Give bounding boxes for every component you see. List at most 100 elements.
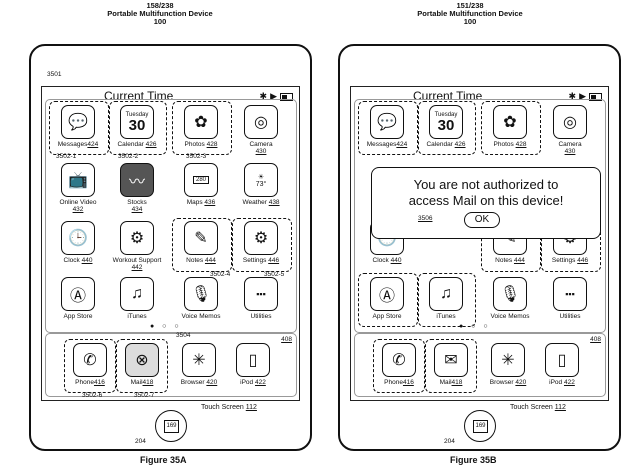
- app-workout-support[interactable]: ⚙ Workout Support 442: [112, 221, 162, 277]
- app-utilities[interactable]: ▪▪▪ Utilities: [236, 277, 286, 333]
- microphone-icon: 🎙: [184, 277, 218, 311]
- app-utilities[interactable]: ▪▪▪ Utilities: [545, 277, 595, 333]
- microphone-icon: 🎙: [493, 277, 527, 311]
- app-num: 422: [254, 379, 266, 386]
- app-clock[interactable]: 🕒 Clock 440: [53, 221, 103, 277]
- utilities-grid-icon: ▪▪▪: [244, 277, 278, 311]
- page-dots[interactable]: ● ○ ○: [459, 323, 491, 330]
- device-left: 3501 Current Time ✱▶ 💬 Messages424 Tuesd…: [29, 44, 312, 451]
- app-num: 436: [204, 199, 216, 206]
- bluetooth-icon: ✱: [568, 91, 580, 101]
- app-label: Phone: [75, 379, 94, 386]
- maps-badge: 280: [192, 176, 209, 184]
- app-maps[interactable]: 280 Maps 436: [176, 163, 226, 219]
- dock: 408: [354, 333, 606, 397]
- app-store-icon: Ⓐ: [370, 277, 404, 311]
- touch-screen-right[interactable]: Current Time ✱▶ 💬 Messages424 Tuesday 30…: [350, 86, 609, 401]
- app-label: Clock: [63, 257, 80, 264]
- app-voice-memos[interactable]: 🎙 Voice Memos: [176, 277, 226, 333]
- app-calendar[interactable]: Tuesday 30 Calendar 426: [421, 105, 471, 161]
- app-label: Browser: [180, 379, 205, 386]
- app-itunes[interactable]: ♫ iTunes: [112, 277, 162, 333]
- group-phone: [64, 339, 116, 393]
- group-photos: [172, 101, 232, 155]
- alert-line-2: access Mail on this device!: [408, 193, 564, 208]
- app-messages[interactable]: 💬 Messages424: [362, 105, 412, 161]
- app-calendar[interactable]: Tuesday 30 Calendar 426: [112, 105, 162, 161]
- dock-browser[interactable]: ✳ Browser 420: [483, 343, 533, 399]
- app-settings[interactable]: ⚙ Settings 446: [236, 221, 286, 277]
- dock-ref: 408: [590, 336, 601, 343]
- touch-screen-left[interactable]: Current Time ✱▶ 💬 Messages424 Tuesday 30…: [41, 86, 300, 401]
- dock-mail[interactable]: ⊗ Mail418: [117, 343, 167, 399]
- device-right: Current Time ✱▶ 💬 Messages424 Tuesday 30…: [338, 44, 621, 451]
- figure-35b: Figure 35B: [450, 455, 497, 465]
- group-phone: [373, 339, 425, 393]
- utilities-grid-icon: ▪▪▪: [553, 277, 587, 311]
- app-label: iPod: [240, 379, 254, 386]
- workout-icon: ⚙: [120, 221, 154, 255]
- ipod-icon: ▯: [236, 343, 270, 377]
- battery-icon: [280, 92, 293, 101]
- dock-ipod[interactable]: ▯ iPod 422: [228, 343, 278, 399]
- dock-browser[interactable]: ✳ Browser 420: [174, 343, 224, 399]
- app-weather[interactable]: ☀73° Weather 438: [236, 163, 286, 219]
- ref-3502-1: 3502-1: [56, 153, 77, 160]
- dock-phone[interactable]: ✆ Phone416: [374, 343, 424, 399]
- app-num: 432: [72, 206, 84, 213]
- app-num: 420: [206, 379, 218, 386]
- app-label: Photos: [493, 141, 514, 148]
- ref-3502-5: 3502-5: [264, 271, 285, 278]
- app-label: Voice Memos: [181, 313, 221, 320]
- app-app-store[interactable]: Ⓐ App Store: [362, 277, 412, 333]
- app-photos[interactable]: ✿ Photos 428: [176, 105, 226, 161]
- ts-label: Touch Screen: [510, 404, 553, 411]
- page-dots[interactable]: ● ○ ○: [150, 323, 182, 330]
- app-notes[interactable]: ✎ Notes 444: [176, 221, 226, 277]
- app-photos[interactable]: ✿ Photos 428: [485, 105, 535, 161]
- app-num: 440: [390, 257, 402, 264]
- dock-ref: 408: [281, 336, 292, 343]
- speech-bubble-icon: 💬: [61, 105, 95, 139]
- ok-button[interactable]: OK: [464, 212, 500, 228]
- app-itunes[interactable]: ♫ iTunes: [421, 277, 471, 333]
- dock: 408: [45, 333, 297, 397]
- app-num: 428: [515, 141, 527, 148]
- home-button[interactable]: 169: [155, 410, 187, 442]
- app-label: Photos: [184, 141, 205, 148]
- play-icon: ▶: [579, 91, 589, 101]
- app-voice-memos[interactable]: 🎙 Voice Memos: [485, 277, 535, 333]
- app-label: Utilities: [250, 313, 272, 320]
- app-num: 424: [87, 141, 99, 148]
- bluetooth-icon: ✱: [259, 91, 271, 101]
- app-label: Calendar: [117, 141, 144, 148]
- app-num: 444: [204, 257, 216, 264]
- ref-3502-2: 3502-2: [118, 153, 139, 160]
- stock-chart-icon: 〰: [120, 163, 154, 197]
- app-label: Clock: [372, 257, 389, 264]
- home-num: 169: [473, 420, 488, 433]
- app-num: 444: [513, 257, 525, 264]
- calendar-date: 30: [437, 116, 455, 134]
- app-label: Utilities: [559, 313, 581, 320]
- app-label: Notes: [186, 257, 204, 264]
- figure-35a: Figure 35A: [140, 455, 187, 465]
- speech-bubble-icon: 💬: [370, 105, 404, 139]
- envelope-crossed-icon: ⊗: [125, 343, 159, 377]
- ts-num: 112: [554, 404, 566, 411]
- app-messages[interactable]: 💬 Messages424: [53, 105, 103, 161]
- app-app-store[interactable]: Ⓐ App Store: [53, 277, 103, 333]
- gear-icon: ⚙: [244, 221, 278, 255]
- dock-ipod[interactable]: ▯ iPod 422: [537, 343, 587, 399]
- app-num: 418: [451, 379, 463, 386]
- home-button[interactable]: 169: [464, 410, 496, 442]
- dock-phone[interactable]: ✆ Phone416: [65, 343, 115, 399]
- status-icons: ✱▶: [569, 91, 602, 102]
- dock-mail[interactable]: ✉ Mail418: [426, 343, 476, 399]
- app-label: Calendar: [426, 141, 453, 148]
- app-num: 420: [515, 379, 527, 386]
